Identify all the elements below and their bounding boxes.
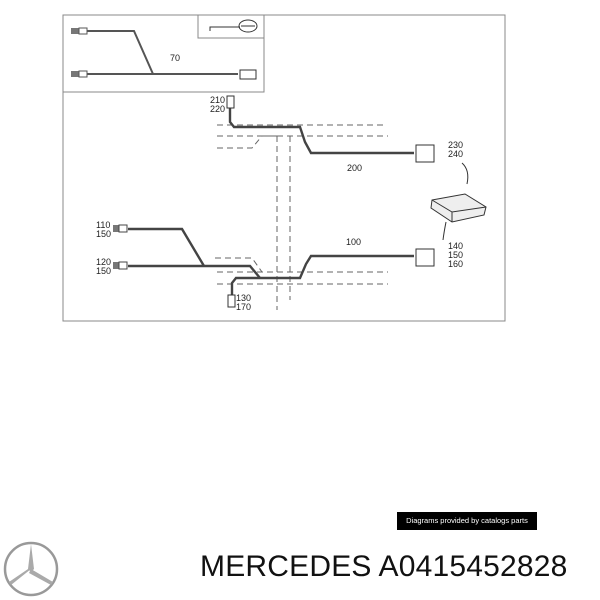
part-label-150: 150 [96,266,111,276]
part-label-220: 220 [210,104,225,114]
diagram-credit-badge: Diagrams provided by catalogs parts [397,512,537,530]
connectors [113,95,435,308]
part-label-170: 170 [236,302,251,312]
part-label-130: 130 [236,293,251,303]
part-label-160: 160 [448,259,463,269]
part-label-230: 230 [448,140,463,150]
part-label-210: 210 [210,95,225,105]
part-label-100: 100 [346,237,361,247]
inset-panel: 70 [62,14,265,93]
part-label-240: 240 [448,149,463,159]
part-label-140: 140 [448,241,463,251]
wiring-harness-diagram: 70 210 220 200 230 240 140 150 160 100 1… [62,14,506,322]
part-label-120: 120 [96,257,111,267]
harness-wires [128,108,414,296]
product-title: MERCEDES A0415452828 [200,550,568,583]
part-label-110: 110 [96,220,110,230]
part-label-150: 150 [96,229,111,239]
part-label-150: 150 [448,250,463,260]
mercedes-star-logo [3,541,59,597]
control-module [430,162,487,241]
inset-part-label: 70 [170,53,180,63]
part-label-200: 200 [347,163,362,173]
